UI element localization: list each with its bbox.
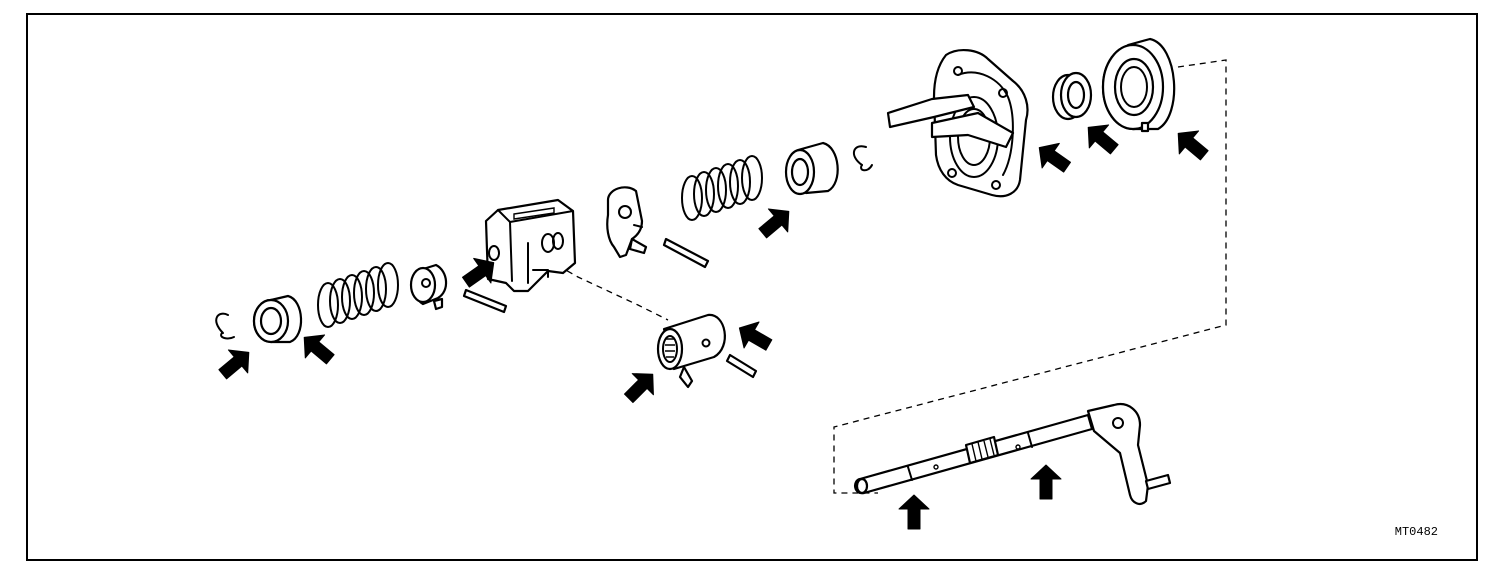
arrow-icon (623, 373, 654, 404)
spring-right (681, 155, 763, 221)
diagram-frame: MT0482 (26, 13, 1478, 561)
arrow-icon (1177, 130, 1209, 161)
arrow-icon (758, 208, 790, 239)
shift-head (484, 198, 577, 293)
pin-small (725, 353, 758, 379)
bushing-left (252, 294, 303, 344)
bearing-retainer (1101, 37, 1176, 133)
pin-middle (662, 237, 710, 269)
assembly-line-sleeve (547, 259, 669, 321)
pin-left (462, 288, 508, 314)
arrow-icon (218, 349, 250, 380)
arrow-icon (1038, 142, 1072, 173)
spring-left (317, 262, 399, 328)
arrow-icon (898, 494, 930, 530)
arrow-icon (1030, 464, 1062, 500)
snap-ring-right (852, 145, 873, 172)
arrow-icon (303, 334, 335, 365)
oil-seal (1051, 71, 1093, 121)
bushing-right (784, 141, 839, 196)
figure-code: MT0482 (1394, 525, 1438, 539)
arrow-icon (738, 321, 773, 351)
housing-cover (886, 49, 1029, 198)
arrow-icon (1087, 124, 1119, 155)
collar-left (409, 263, 448, 311)
shift-shaft (854, 403, 1172, 505)
exploded-parts-diagram (215, 37, 1227, 530)
lever-block (606, 186, 648, 259)
sleeve-with-pin (656, 313, 726, 389)
snap-ring-left (215, 312, 235, 340)
arrow-icon (461, 257, 495, 288)
arrow-icons (218, 124, 1209, 530)
